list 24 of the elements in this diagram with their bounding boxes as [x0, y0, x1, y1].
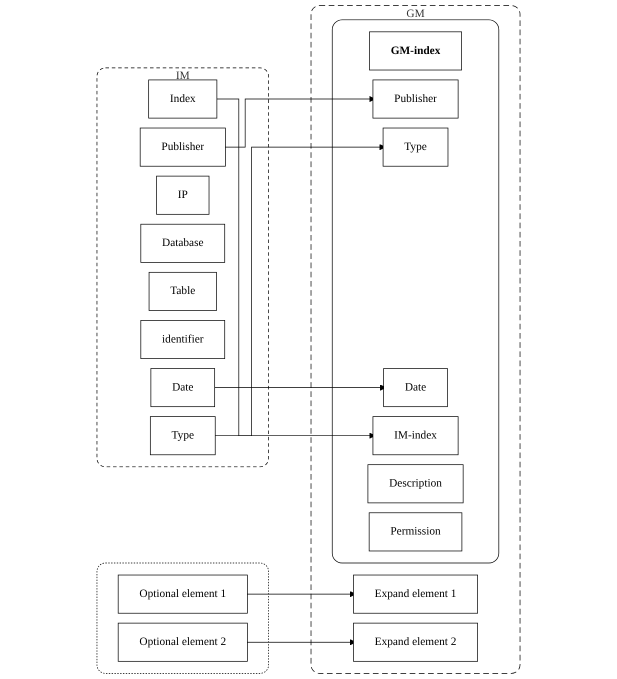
arrow	[214, 144, 386, 436]
node-box	[150, 368, 216, 408]
node-box	[118, 622, 248, 662]
node-box	[372, 416, 458, 456]
node-box	[148, 80, 218, 118]
node-box	[150, 416, 216, 456]
cluster	[310, 5, 520, 674]
cluster	[332, 19, 500, 564]
node-box	[148, 272, 217, 311]
node-box	[368, 464, 464, 504]
cluster	[96, 68, 269, 468]
node-box	[140, 224, 226, 263]
node-box	[140, 128, 226, 167]
node-box	[353, 574, 478, 614]
node-box	[156, 176, 210, 215]
node-box	[383, 368, 448, 408]
node-box	[368, 512, 462, 552]
node-box	[382, 128, 448, 167]
cluster	[96, 562, 269, 674]
node-box	[369, 31, 462, 70]
node-box	[118, 574, 248, 614]
node-box	[353, 622, 478, 662]
node-box	[140, 320, 226, 359]
node-box	[372, 80, 458, 118]
